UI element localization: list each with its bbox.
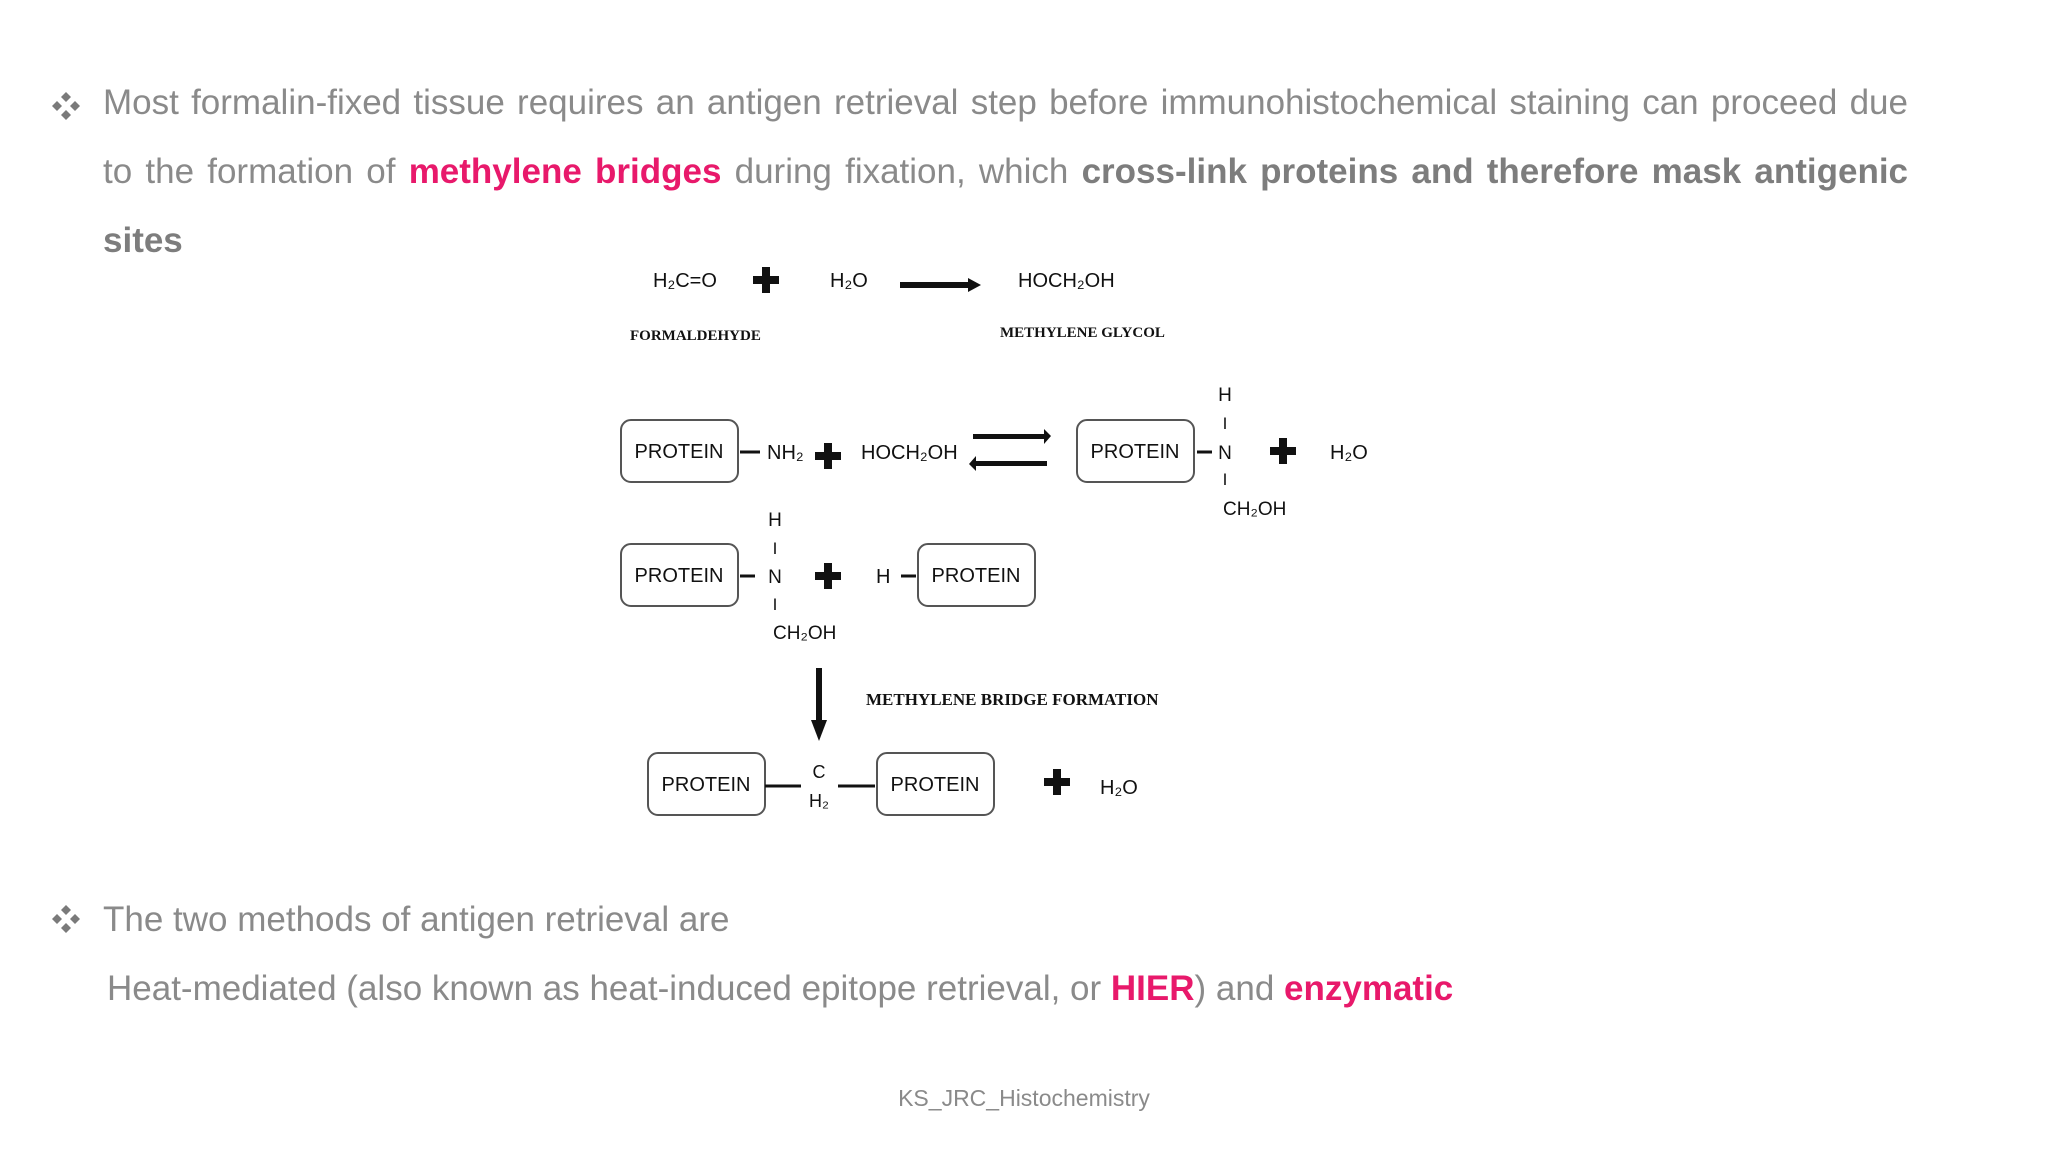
methylene-bridges-highlight: methylene bridges bbox=[408, 152, 722, 191]
protein-box bbox=[876, 752, 995, 816]
svg-text:I: I bbox=[1223, 414, 1228, 433]
glycol-reactant: HOCH₂OH bbox=[861, 442, 958, 464]
svg-text:H: H bbox=[876, 566, 890, 588]
amine-group: NH₂ bbox=[767, 442, 804, 464]
svg-text:H₂: H₂ bbox=[809, 791, 829, 811]
protein-box bbox=[647, 752, 766, 816]
svg-text:N: N bbox=[1218, 443, 1232, 464]
cross-link-bold-text: cross-link proteins and therefore mask a… bbox=[103, 152, 1909, 260]
svg-text:I: I bbox=[1223, 470, 1228, 489]
svg-text:I: I bbox=[773, 595, 778, 614]
svg-text:I: I bbox=[773, 539, 778, 558]
equilibrium-arrows-icon bbox=[969, 429, 1051, 471]
water-product: H₂O bbox=[1100, 777, 1138, 799]
protein-box bbox=[620, 419, 739, 483]
plus-icon bbox=[1044, 769, 1070, 795]
svg-text:CH₂OH: CH₂OH bbox=[773, 623, 836, 644]
protein-label: PROTEIN bbox=[891, 774, 980, 796]
bullet-1-text: Most formalin-fixed tissue requires an a… bbox=[103, 83, 1909, 260]
water-formula: H₂O bbox=[830, 270, 868, 292]
plus-icon bbox=[815, 563, 841, 589]
hier-highlight: HIER bbox=[1110, 969, 1195, 1008]
plus-icon bbox=[1270, 438, 1296, 464]
methylene-glycol-formula: HOCH₂OH bbox=[1018, 270, 1115, 292]
formaldehyde-formula: H₂C=O bbox=[653, 270, 717, 292]
plus-icon bbox=[815, 443, 841, 469]
bullet-2-text: The two methods of antigen retrieval are bbox=[103, 900, 730, 939]
protein-box bbox=[917, 543, 1036, 607]
protein-box bbox=[1076, 419, 1195, 483]
svg-text:H: H bbox=[768, 510, 782, 531]
formaldehyde-label: FORMALDEHYDE bbox=[630, 328, 761, 344]
retrieval-methods-line: Heat-mediated (also known as heat-induce… bbox=[107, 969, 1454, 1008]
protein-box bbox=[620, 543, 739, 607]
diamond-bullet-icon bbox=[52, 905, 80, 933]
methylene-bridge-diagram: H₂C=O H₂O HOCH₂OH FORMALDEHYDE METHYLENE… bbox=[620, 267, 1368, 816]
plus-icon bbox=[753, 267, 779, 293]
protein-label: PROTEIN bbox=[662, 774, 751, 796]
protein-label: PROTEIN bbox=[635, 441, 724, 463]
svg-text:CH₂OH: CH₂OH bbox=[1223, 499, 1286, 520]
protein-label: PROTEIN bbox=[635, 565, 724, 587]
bridge-formation-label: METHYLENE BRIDGE FORMATION bbox=[866, 690, 1159, 709]
arrow-icon bbox=[900, 278, 981, 292]
down-arrow-icon bbox=[811, 668, 827, 741]
protein-label: PROTEIN bbox=[932, 565, 1021, 587]
footer-text: KS_JRC_Histochemistry bbox=[898, 1085, 1150, 1111]
diamond-bullet-icon bbox=[52, 92, 80, 120]
svg-text:C: C bbox=[813, 762, 826, 782]
svg-text:H: H bbox=[1218, 385, 1232, 406]
svg-text:N: N bbox=[768, 567, 782, 588]
water-product: H₂O bbox=[1330, 442, 1368, 464]
methylene-glycol-label: METHYLENE GLYCOL bbox=[1000, 325, 1165, 341]
enzymatic-highlight: enzymatic bbox=[1284, 969, 1454, 1008]
protein-label: PROTEIN bbox=[1091, 441, 1180, 463]
